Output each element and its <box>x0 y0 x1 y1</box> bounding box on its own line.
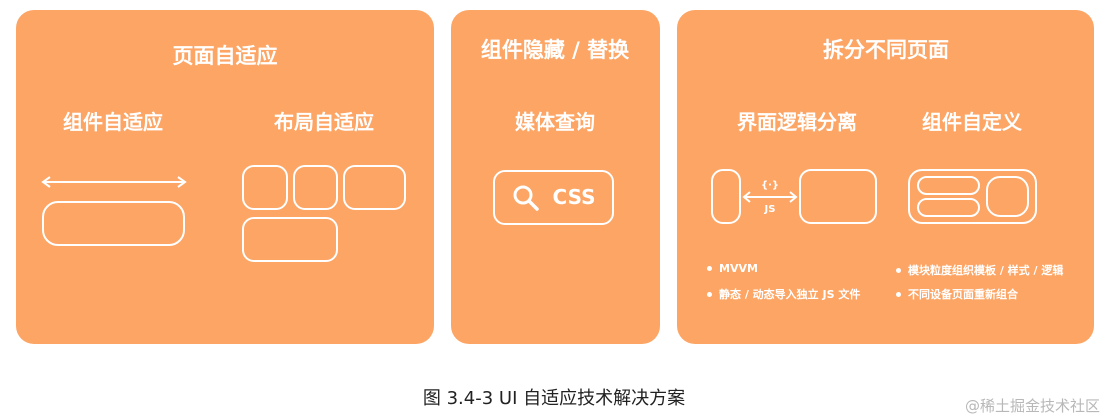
css-search-box <box>493 170 614 225</box>
custom-sub-block <box>917 198 980 217</box>
custom-component-label: 组件自定义 <box>922 110 1022 134</box>
layout-adaptive-label: 布局自适应 <box>274 110 374 134</box>
css-label: CSS <box>552 185 596 209</box>
figure-caption: 图 3.4-3 UI 自适应技术解决方案 <box>422 388 686 409</box>
custom-sub-block <box>986 176 1029 217</box>
binding-arrow-icon <box>742 191 798 203</box>
bullet-item: MVVM <box>707 262 758 275</box>
layout-block <box>293 165 338 210</box>
js-label: JS <box>764 204 776 215</box>
layout-block <box>343 165 406 210</box>
page-adaptive-title: 页面自适应 <box>172 44 278 68</box>
page-adaptive-panel <box>16 10 434 344</box>
logic-separation-label: 界面逻辑分离 <box>737 110 857 134</box>
bullet-item: 模块粒度组织模板 / 样式 / 逻辑 <box>896 262 1063 278</box>
custom-sub-block <box>917 176 980 195</box>
component-adaptive-label: 组件自适应 <box>63 110 163 134</box>
resize-arrow-icon <box>41 176 187 188</box>
layout-block <box>242 217 338 262</box>
adaptive-component-shape <box>42 201 185 246</box>
media-query-label: 媒体查询 <box>515 110 595 134</box>
split-pages-title: 拆分不同页面 <box>823 38 949 62</box>
watermark: @稀土掘金技术社区 <box>964 397 1100 415</box>
code-icon: {·} <box>760 180 780 191</box>
component-replace-title: 组件隐藏 / 替换 <box>480 38 630 62</box>
bullet-item: 不同设备页面重新组合 <box>896 286 1018 302</box>
search-icon <box>513 185 539 211</box>
layout-block <box>242 165 288 210</box>
bullet-item: 静态 / 动态导入独立 JS 文件 <box>707 286 860 302</box>
component-replace-panel <box>451 10 660 344</box>
view-block <box>711 169 741 224</box>
logic-block <box>799 169 877 224</box>
custom-component-frame <box>908 169 1037 224</box>
